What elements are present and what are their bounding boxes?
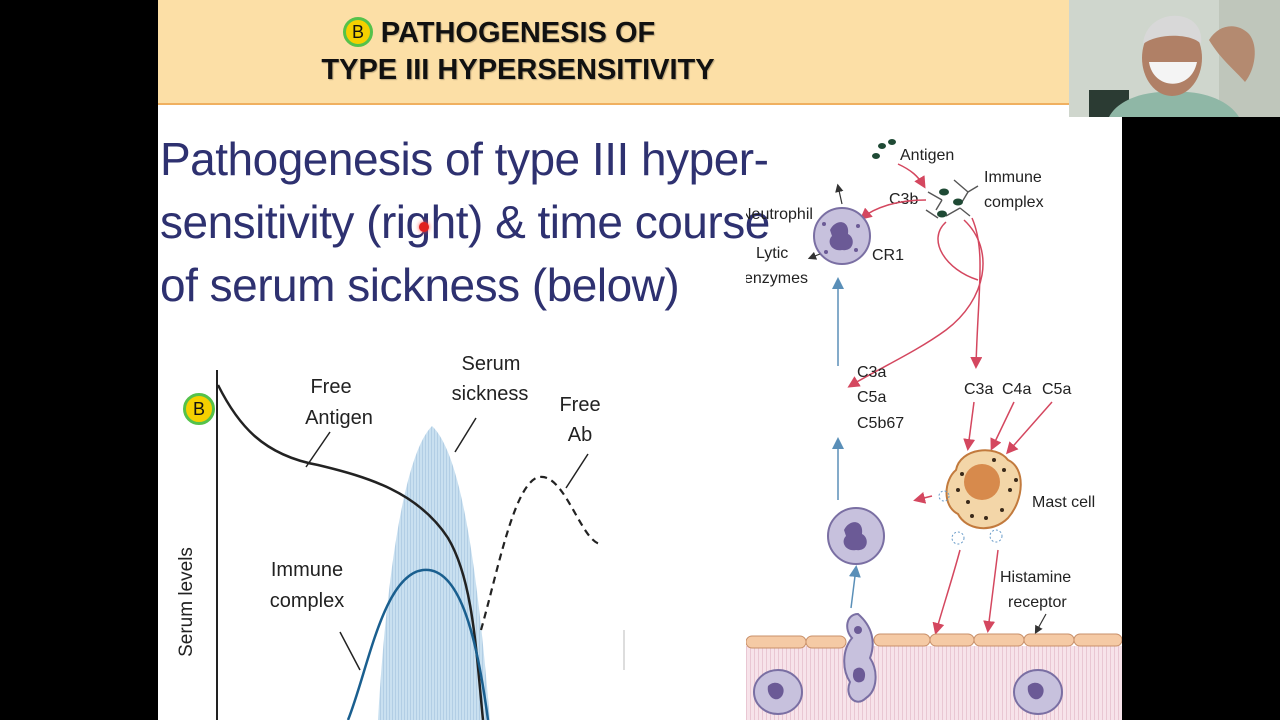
arrow-complex-loop (938, 222, 978, 280)
tissue-cell-right (1014, 670, 1062, 714)
label-immune-complex-1: Immune (271, 559, 343, 581)
label-cr1: CR1 (872, 247, 904, 264)
migrating-neutrophil-icon (844, 614, 875, 702)
label-c5a-right: C5a (1042, 381, 1071, 398)
label-c3a-right: C3a (964, 381, 993, 398)
serum-sickness-region (378, 426, 490, 720)
label-c5a-left: C5a (857, 389, 886, 406)
arrow-vessel-to-neutrophil2 (851, 568, 856, 608)
mast-cell-icon (939, 450, 1021, 544)
slide-title-line3: of serum sickness (below) (160, 254, 770, 317)
slide-header: B PATHOGENESIS OF TYPE III HYPERSENSITIV… (158, 0, 1069, 105)
y-axis-label: Serum levels (176, 547, 197, 657)
arrow-neutrophil-lytic (810, 254, 820, 258)
graph-badge: B (183, 393, 215, 425)
serum-sickness-leader (455, 418, 476, 452)
antigen-icon (872, 139, 896, 159)
arrow-c5a-to-mast (1008, 402, 1052, 452)
slide-title-line1: Pathogenesis of type III hyper- (160, 128, 770, 191)
slide-title-line2: sensitivity (right) & time course (160, 191, 770, 254)
free-ab-curve (481, 477, 600, 630)
label-immune-complex-2: complex (984, 194, 1044, 211)
arrow-histamine-receptor (1036, 614, 1046, 632)
arrow-antigen-to-complex (898, 164, 924, 186)
free-antigen-leader (306, 432, 330, 467)
label-free-antigen-2: Antigen (305, 407, 373, 429)
arrow-c3a-to-mast (968, 402, 974, 448)
arrow-complex-to-c3a-left (850, 220, 983, 386)
arrow-neutrophil-up (838, 186, 842, 204)
pathogenesis-diagram: Antigen Immune complex C3b Neutrophil CR (746, 130, 1122, 720)
presenter-video (1069, 0, 1280, 117)
label-serum-sickness-1: Serum (462, 353, 521, 375)
label-immune-complex-1: Immune (984, 169, 1042, 186)
arrow-mast-to-cell (916, 496, 932, 500)
label-lytic-1: Lytic (756, 245, 788, 262)
arrow-histamine-right (988, 550, 998, 630)
label-c3a-left: C3a (857, 364, 886, 381)
label-c4a-right: C4a (1002, 381, 1031, 398)
slide: B PATHOGENESIS OF TYPE III HYPERSENSITIV… (158, 0, 1122, 720)
tissue-cell-left (754, 670, 802, 714)
label-free-ab-2: Ab (568, 424, 592, 446)
label-antigen: Antigen (900, 147, 954, 164)
label-histamine-1: Histamine (1000, 569, 1071, 586)
endothelium (746, 634, 1122, 648)
arrow-histamine-left (936, 550, 960, 632)
tissue-layer (746, 646, 1122, 720)
slide-title: Pathogenesis of type III hyper- sensitiv… (160, 128, 770, 317)
immune-complex-leader (340, 632, 360, 670)
label-free-antigen-1: Free (310, 376, 351, 398)
label-c5b67: C5b67 (857, 415, 904, 432)
free-ab-leader (566, 454, 588, 488)
label-serum-sickness-2: sickness (452, 383, 529, 405)
label-c3b: C3b (889, 191, 918, 208)
neutrophil-icon-top (814, 208, 870, 264)
label-mast-cell: Mast cell (1032, 494, 1095, 511)
label-immune-complex-2: complex (270, 590, 344, 612)
neutrophil-icon-middle (828, 508, 884, 564)
header-title-line2: TYPE III HYPERSENSITIVITY (158, 54, 1000, 87)
header-title-line1: PATHOGENESIS OF (158, 17, 1000, 50)
arrow-c4a-to-mast (992, 402, 1014, 448)
label-lytic-2: enzymes (746, 270, 808, 287)
label-free-ab-1: Free (559, 394, 600, 416)
laser-pointer (419, 222, 429, 232)
label-neutrophil: Neutrophil (746, 206, 813, 223)
serum-sickness-graph: Serum levels Free Antigen Serum sickness… (158, 330, 638, 720)
immune-complex-icon (926, 180, 978, 218)
presenter-webcam (1069, 0, 1280, 117)
label-histamine-2: receptor (1008, 594, 1067, 611)
